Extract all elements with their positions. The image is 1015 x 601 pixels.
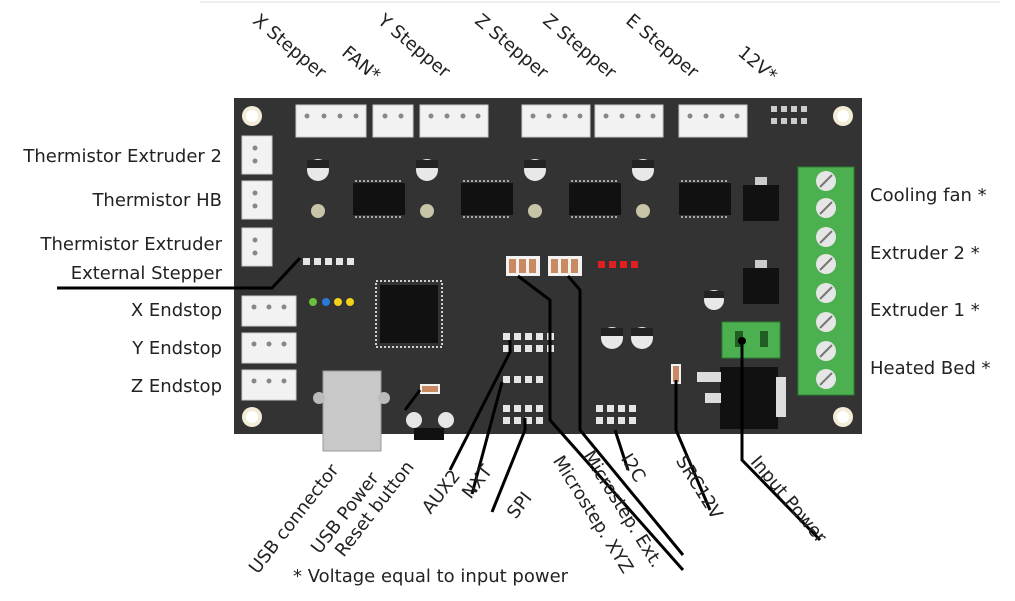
z-stepper-connector-2: [594, 104, 664, 138]
label-x-endstop: X Endstop: [130, 300, 222, 321]
src12v-leader: [674, 380, 712, 511]
usb-tab-right: [378, 392, 390, 404]
top-connector-pins: [304, 113, 740, 119]
x-stepper-connector: [295, 104, 367, 138]
input-terminal: [721, 321, 781, 359]
y-stepper-connector: [419, 104, 489, 138]
thermistor-pins: [252, 145, 258, 256]
potentiometers: [311, 204, 650, 218]
reset-leader: [403, 389, 422, 411]
input-power-dot: [738, 337, 746, 345]
left-thermistor-connectors: [241, 135, 273, 267]
input-terminal-slot-2: [760, 331, 768, 347]
usb-connector: [322, 370, 382, 452]
v12-header: [771, 106, 807, 124]
microstep-ext-leader: [566, 275, 685, 556]
label-z-endstop: Z Endstop: [130, 376, 222, 397]
nxt-leader: [470, 381, 504, 495]
reset-button: [406, 412, 454, 440]
top-connectors: [295, 104, 748, 138]
fan-connector: [372, 104, 414, 138]
i2c-leader: [613, 429, 630, 471]
chip-legs: [355, 180, 729, 218]
screw-slots: [819, 174, 833, 386]
bottom-headers: [503, 333, 636, 424]
label-external-stepper: External Stepper: [70, 263, 222, 284]
external-stepper-header: [303, 258, 354, 265]
input-power-jack: [697, 367, 786, 429]
label-thermistor-extruder: Thermistor Extruder: [40, 234, 222, 255]
aux2-leader: [448, 340, 512, 471]
e-stepper-connector: [678, 104, 748, 138]
label-extruder-2: Extruder 2 *: [870, 243, 980, 264]
external-stepper-leader: [57, 256, 302, 290]
status-leds: [309, 298, 354, 306]
endstop-pins: [251, 304, 287, 384]
label-extruder-1: Extruder 1 *: [870, 300, 980, 321]
input-power-leader: [740, 345, 822, 542]
endstop-connectors: [241, 295, 297, 401]
footnote: * Voltage equal to input power: [293, 566, 569, 587]
label-y-endstop: Y Endstop: [132, 338, 222, 359]
stepper-driver-chips: [353, 183, 731, 215]
voltage-regulators: [743, 177, 779, 304]
microstep-xyz-leader: [517, 274, 685, 571]
red-leds: [598, 261, 638, 268]
usb-power-jumper-cap: [422, 386, 438, 392]
label-thermistor-hb: Thermistor HB: [92, 190, 222, 211]
src12v-jumper-cap: [673, 366, 679, 382]
label-cooling-fan: Cooling fan *: [870, 185, 987, 206]
label-heated-bed: Heated Bed *: [870, 358, 991, 379]
spi-leader: [490, 418, 527, 513]
microstep-jumpers: [506, 256, 582, 276]
leader-lines: [57, 256, 822, 571]
label-thermistor-extruder-2: Thermistor Extruder 2: [23, 146, 222, 167]
microcontroller: [380, 285, 438, 343]
capacitors: [307, 159, 724, 349]
mounting-holes: [242, 106, 853, 427]
z-stepper-connector-1: [521, 104, 591, 138]
mcu-pins: [375, 280, 443, 348]
usb-tab-left: [313, 392, 325, 404]
